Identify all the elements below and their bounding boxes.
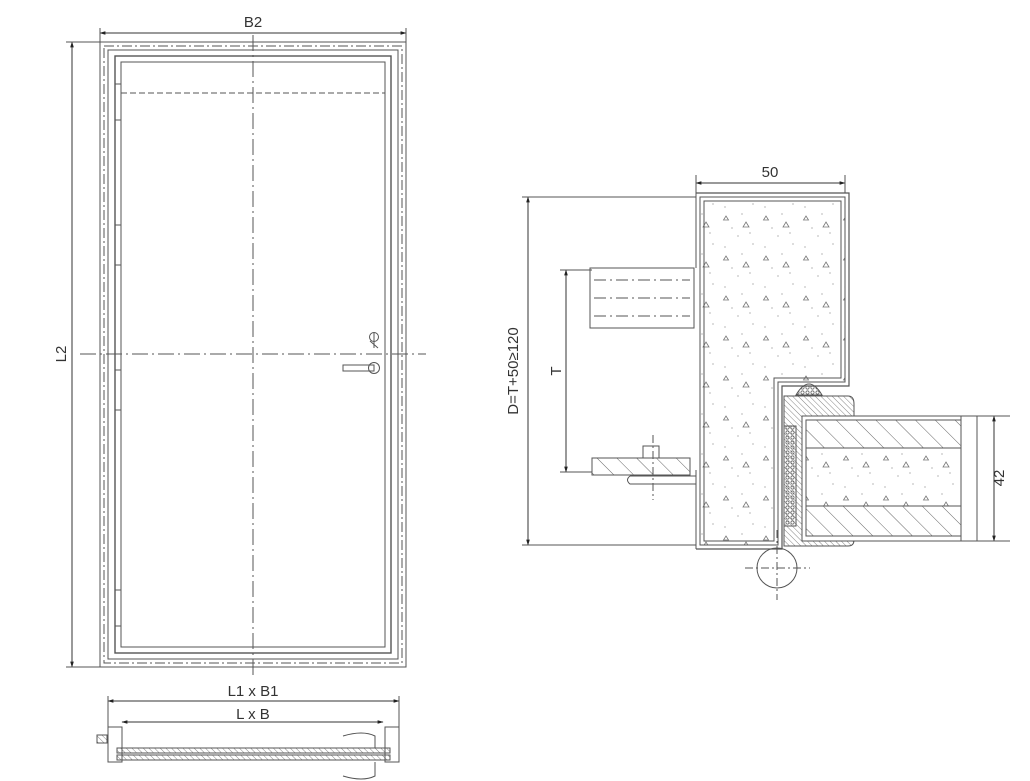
- label-d: D=T+50≥120: [505, 327, 522, 414]
- gasket-icon: [795, 383, 823, 396]
- label-b2: B2: [244, 14, 262, 31]
- label-l2: L2: [53, 346, 70, 363]
- seal-mesh: [783, 425, 797, 527]
- front-view: [80, 35, 426, 678]
- concrete-fill: [699, 196, 846, 546]
- dimension-l2: L2: [53, 41, 100, 668]
- dimension-50: 50: [695, 164, 846, 193]
- horizontal-section: L1 x B1 L x B: [96, 683, 400, 780]
- dimension-42: 42: [961, 415, 1010, 542]
- label-t: T: [548, 366, 565, 375]
- dimension-d: D=T+50≥120: [505, 196, 696, 546]
- label-42: 42: [991, 470, 1008, 487]
- anchor-plate: [591, 457, 691, 476]
- door-handle-icon: [342, 332, 380, 374]
- bolt-nut-icon: [642, 445, 660, 459]
- hinge-icons: [114, 83, 122, 627]
- dimension-b2: B2: [99, 14, 407, 42]
- wall-block: [589, 267, 695, 329]
- label-50: 50: [762, 164, 779, 181]
- dimension-t: T: [548, 269, 592, 473]
- label-l1xb1: L1 x B1: [228, 683, 279, 700]
- label-lxb: L x B: [236, 706, 270, 723]
- frame-detail-section: [589, 192, 978, 600]
